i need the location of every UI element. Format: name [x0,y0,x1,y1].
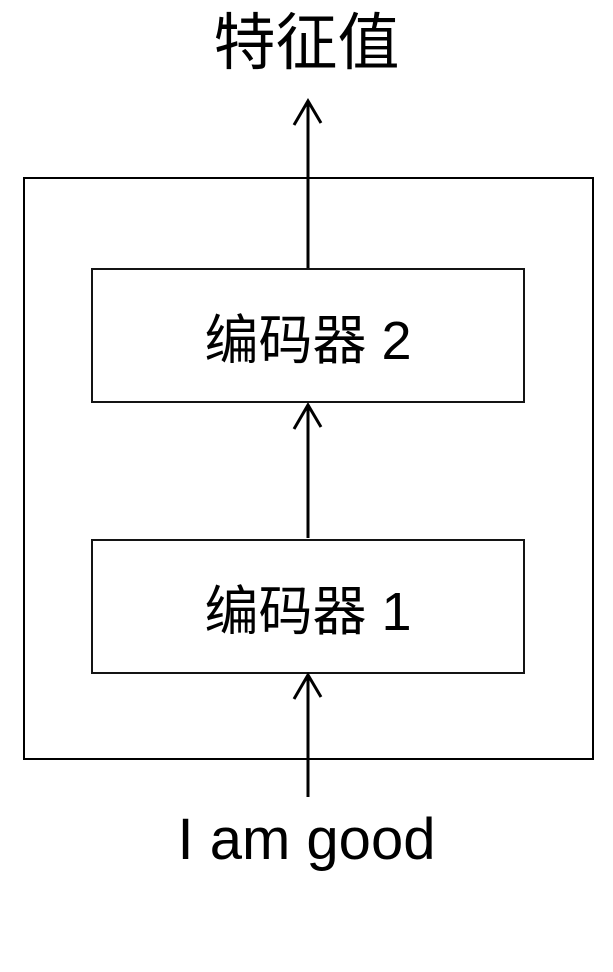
output-label: 特征值 [213,9,400,78]
encoder-1-box: 编码器 1 [91,539,525,674]
encoder-2-box: 编码器 2 [91,268,525,403]
encoder-2-label: 编码器 2 [204,311,412,371]
input-label: I am good [177,807,436,872]
encoder-1-label: 编码器 1 [204,582,412,642]
